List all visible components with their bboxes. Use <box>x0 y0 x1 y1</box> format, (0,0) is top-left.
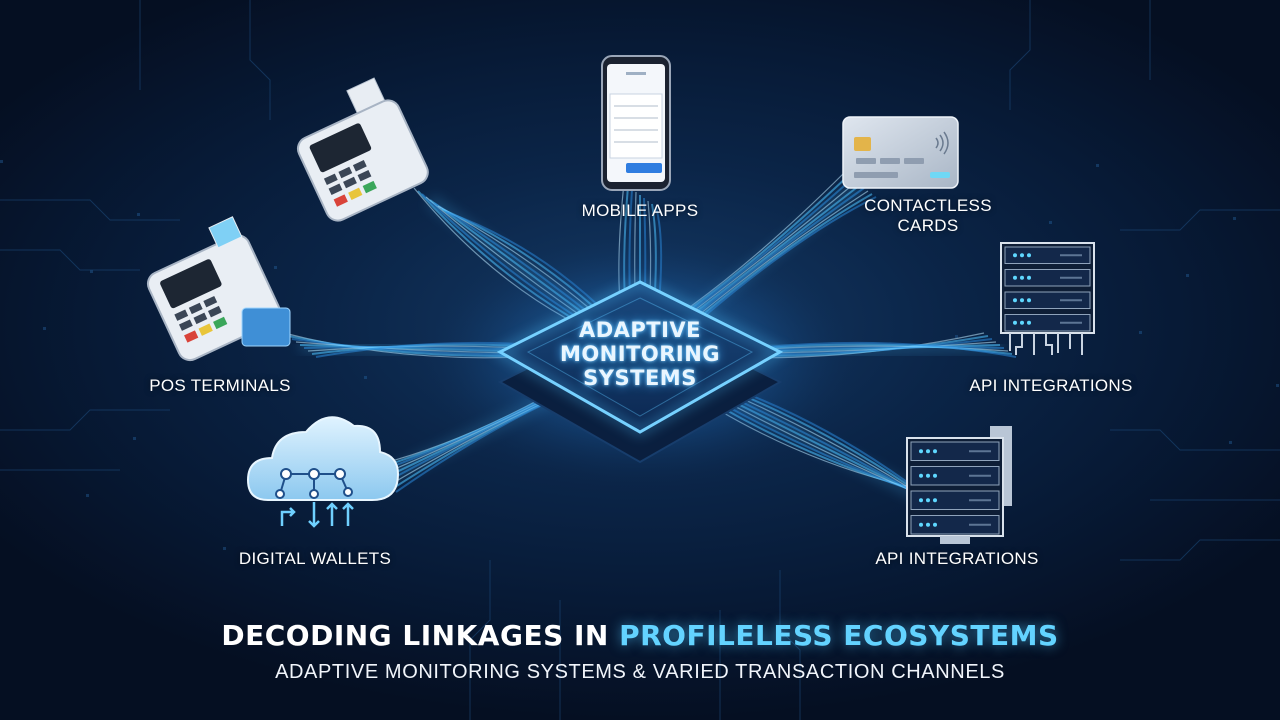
label-api-integrations-bottom: API INTEGRATIONS <box>875 549 1039 568</box>
label-contactless-cards: CONTACTLESS CARDS <box>848 196 1008 236</box>
hub-label: ADAPTIVE MONITORING SYSTEMS <box>520 318 760 390</box>
card-reader-icon <box>241 307 291 347</box>
subtitle: ADAPTIVE MONITORING SYSTEMS & VARIED TRA… <box>275 661 1005 683</box>
digital-wallet-cloud-icon <box>246 416 400 528</box>
mobile-phone-icon <box>601 55 671 191</box>
label-mobile-apps: MOBILE APPS <box>581 201 699 220</box>
label-contactless-cards-line1: CONTACTLESS <box>864 196 992 215</box>
label-pos-terminals: POS TERMINALS <box>149 376 291 395</box>
hub-platform <box>410 230 870 490</box>
pos-terminal-icon-top <box>296 77 429 222</box>
main-title-part1: DECODING LINKAGES IN <box>221 619 620 652</box>
server-rack-icon-bottom <box>906 426 1012 544</box>
main-title: DECODING LINKAGES IN PROFILELESS ECOSYST… <box>0 619 1280 652</box>
hub-label-line3: SYSTEMS <box>583 366 697 390</box>
contactless-card-icon <box>842 116 959 189</box>
server-rack-icon-top <box>1000 242 1095 355</box>
main-title-highlight: PROFILELESS ECOSYSTEMS <box>619 619 1059 652</box>
label-api-integrations-top: API INTEGRATIONS <box>969 376 1133 395</box>
label-contactless-cards-line2: CARDS <box>897 216 959 235</box>
hub-label-line2: MONITORING <box>559 342 721 366</box>
hub-label-line1: ADAPTIVE <box>578 318 702 342</box>
label-digital-wallets: DIGITAL WALLETS <box>238 549 392 568</box>
